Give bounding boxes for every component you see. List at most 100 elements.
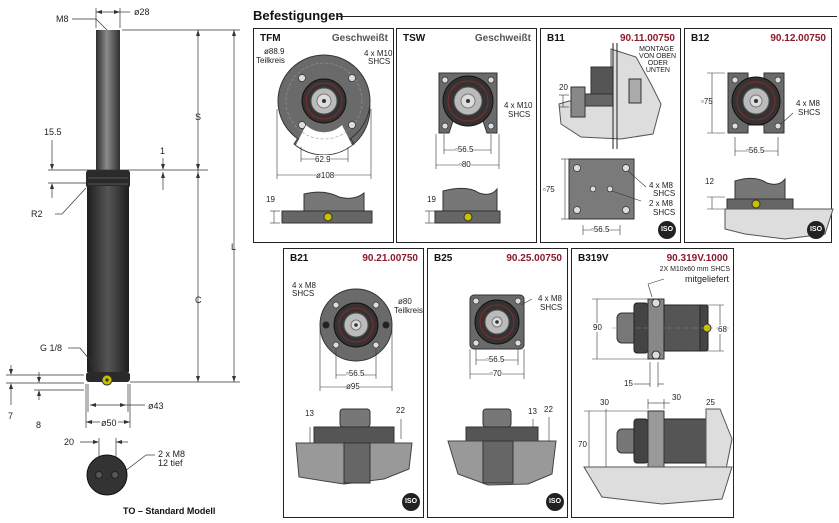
label-1: 1 [160,146,166,156]
label-note-1: MONTAGE [639,46,674,53]
label-side-value: 75 [703,97,713,106]
label-h1: 13 [305,409,314,418]
label-w1: 62.9 [315,155,331,164]
label-w1-value: 56.5 [593,225,610,234]
label-m8: M8 [56,14,69,24]
label-h3: 70 [578,440,587,449]
label-note-4: UNTEN [645,67,670,74]
label-w2-value: 80 [461,160,471,169]
panel-tsw: TSW Geschweißt 4 x M10 SHCS ▫56.5 ▫80 19 [396,28,537,243]
label-h1: 13 [528,407,537,416]
iso-badge: ISO [658,221,676,239]
panel-title: TSW [403,33,426,44]
label-8: 8 [36,420,42,430]
label-stroke: S [195,112,202,122]
label-screws-2: SHCS [508,110,531,119]
iso-badge: ISO [546,493,564,511]
label-screws-1: 4 x M8 [292,281,317,290]
b11-drawing [558,43,662,235]
label-pcd: Teilkreis [394,306,423,315]
label-rod-dia: ø28 [134,7,150,17]
panel-code: 90.319V.1000 [666,253,728,264]
label-screws-1: 4 x M8 [538,294,563,303]
label-screws-2: SHCS [798,108,821,117]
panel-b319v: B319V 90.319V.1000 2X [571,248,734,518]
panel-code: Geschweißt [474,33,531,44]
panel-b25: B25 90.25.00750 4 x M8 SHCS ▫56.5 ▫70 13… [427,248,568,518]
label-7: 7 [8,411,14,421]
label-note-3: ODER [647,60,668,67]
iso-badge: ISO [807,221,825,239]
label-h: 12 [705,177,714,186]
label-r2: R2 [31,209,43,219]
label-w2-value: 70 [492,369,502,378]
label-w2: ▫80 [459,160,471,169]
label-w1-value: 56.5 [348,369,365,378]
label-side-value: 75 [545,185,555,194]
label-w1: ▫56.5 [591,225,610,234]
label-screws-b2: SHCS [653,208,676,217]
section-heading: Befestigungen [253,8,344,23]
piston-rod [96,30,120,172]
label-h2: 22 [396,406,405,415]
panel-tfm: TFM Geschweißt ø88.9 Teilkreis 4 x M10 S… [253,28,394,243]
label-w4: 25 [706,398,715,407]
label-pcd-dia: ø80 [398,297,412,306]
panel-code: 90.11.00750 [619,33,675,44]
label-h2: 22 [544,405,553,414]
label-port: G 1/8 [40,343,63,353]
label-dia-50: ø50 [101,418,117,428]
label-length: L [231,242,237,252]
panel-b12: B12 90.12.00750 ▫75 4 x M8 SHCS ▫56.5 12… [684,28,834,243]
label-pcd: Teilkreis [256,56,285,65]
label-pcd-dia: ø88.9 [264,47,285,56]
tfm-drawing [270,54,373,224]
label-15-5: 15.5 [44,127,62,137]
label-w1: ▫56.5 [455,145,474,154]
b21-drawing [295,288,413,485]
label-w1-value: 56.5 [488,355,505,364]
label-screws-1: 4 x M8 [796,99,821,108]
main-drawing: M8 ø28 S L C 15.5 1 R2 G 1/8 7 8 ø43 ø50… [0,0,250,523]
panel-code: 90.25.00750 [506,253,562,264]
panel-title: B25 [434,253,453,264]
panel-title: B12 [691,33,710,44]
cylinder-body [87,186,129,372]
label-note-1: 2X M10x60 mm SHCS [659,266,730,273]
label-screws-2: SHCS [540,303,563,312]
panel-b11: B11 90.11.00750 MONTAGE VON OBEN ODER UN… [540,28,681,243]
label-body: C [195,295,202,305]
label-note-2: VON OBEN [639,53,676,60]
label-w1: ▫56.5 [486,355,505,364]
label-w1: 15 [624,379,633,388]
label-w2: 30 [600,398,609,407]
panel-code: Geschweißt [331,33,388,44]
label-side: ▫75 [701,97,713,106]
label-h: 19 [427,195,436,204]
panel-title: B11 [547,33,565,44]
label-screws-2: SHCS [292,289,315,298]
label-side: ▫75 [543,185,555,194]
label-screws-1: 4 x M10 [504,101,533,110]
b12-drawing [707,72,834,240]
b25-drawing [447,294,557,486]
panel-title: TFM [260,33,281,44]
heading-rule [337,16,837,17]
end-view [86,454,128,496]
label-w1: ▫56.5 [746,146,765,155]
label-w1-value: 56.5 [748,146,765,155]
label-w2: ▫70 [490,369,502,378]
panel-title: B319V [578,253,609,264]
label-h: 20 [559,83,568,92]
label-screws-a1: 4 x M8 [649,181,674,190]
label-h2: 68 [718,325,727,334]
panel-title: B21 [290,253,309,264]
panel-code: 90.21.00750 [362,253,418,264]
label-dia-43: ø43 [148,401,164,411]
label-h: 19 [266,195,275,204]
label-screws-a2: SHCS [653,189,676,198]
cylinder-svg [6,8,240,496]
label-note-2: mitgeliefert [684,274,729,284]
panel-code: 90.12.00750 [770,33,826,44]
panel-b21: B21 90.21.00750 4 x M8 SHCS ø80 Teilkrei… [283,248,424,518]
